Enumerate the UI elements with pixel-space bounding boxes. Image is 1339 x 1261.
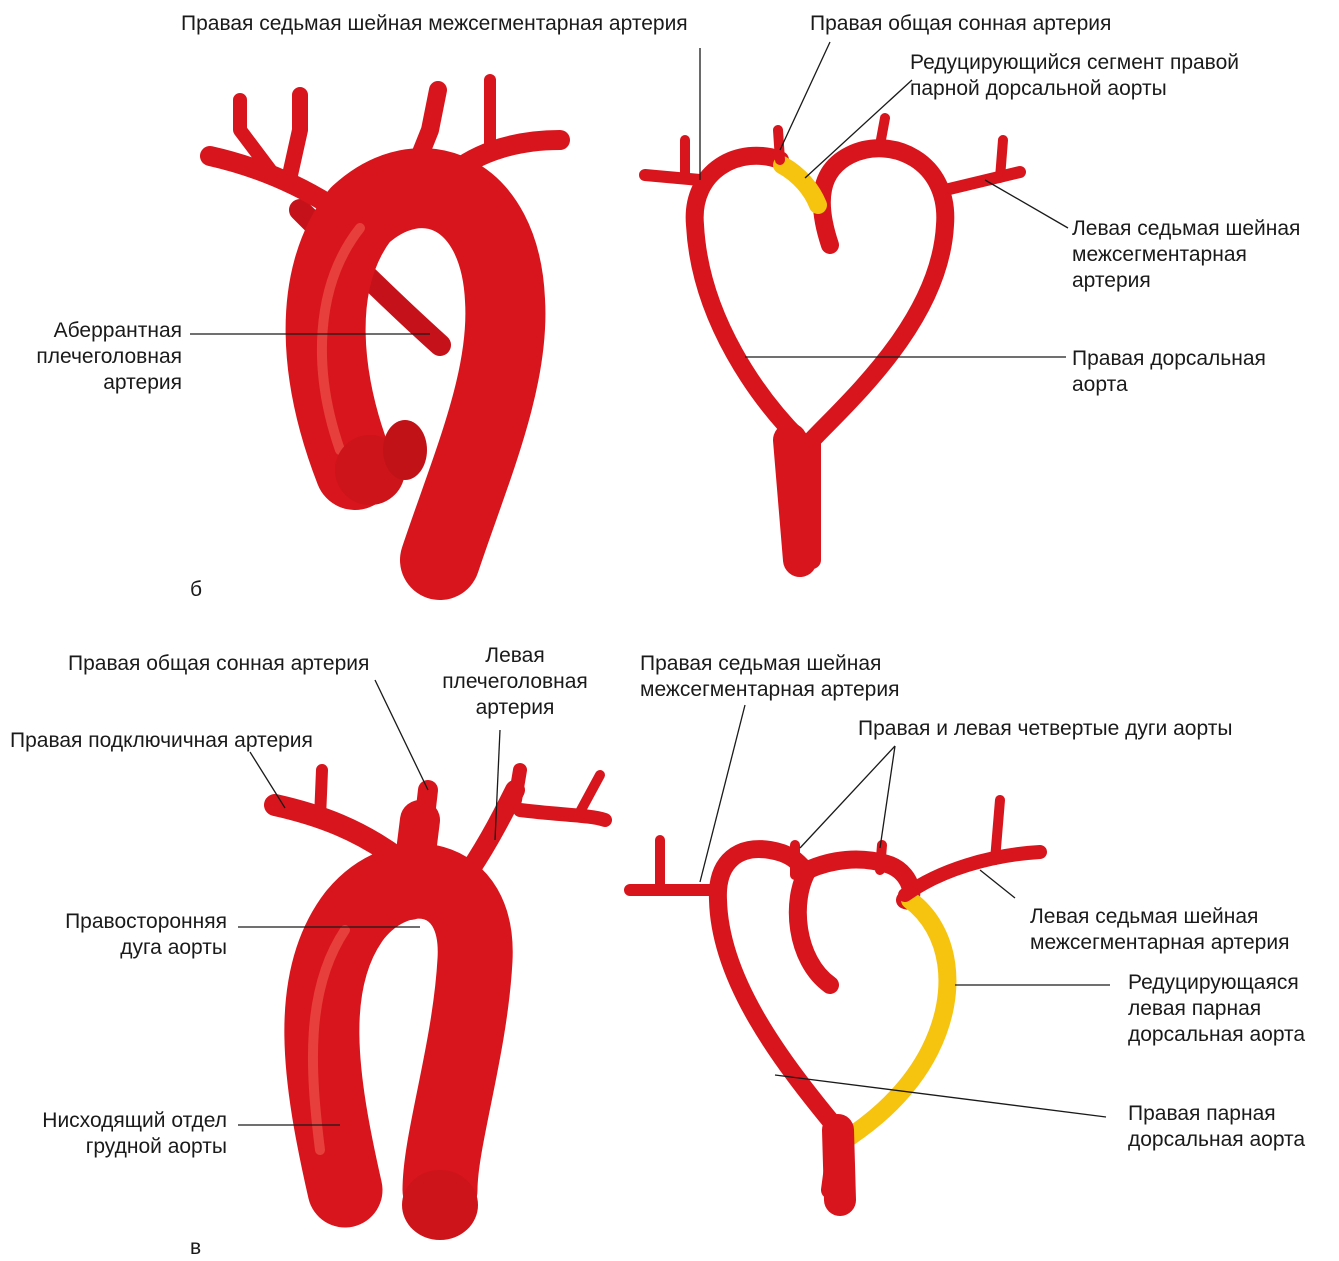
panel-letter-v: в: [190, 1236, 201, 1260]
label-left-brachiocephalic-artery: Левая плечеголовная артерия: [440, 643, 590, 721]
panel-letter-b: б: [190, 578, 202, 602]
label-fourth-aortic-arches: Правая и левая четвертые дуги аорты: [858, 716, 1232, 742]
label-right-common-carotid-artery: Правая общая сонная артерия: [810, 11, 1111, 37]
label-right-common-carotid-artery-v: Правая общая сонная артерия: [68, 651, 369, 677]
label-reducing-right-dorsal-aorta-segment: Редуцирующийся сегмент правой парной дор…: [910, 50, 1239, 102]
label-right-7th-intersegmental-artery: Правая седьмая шейная межсегментарная ар…: [181, 11, 688, 37]
panel-v-aorta-illustration: [275, 770, 605, 1240]
label-reducing-left-paired-dorsal-aorta: Редуцирующаяся левая парная дорсальная а…: [1128, 970, 1305, 1048]
panel-b-aorta-illustration: [210, 80, 560, 560]
label-descending-thoracic-aorta: Нисходящий отдел грудной аорты: [42, 1108, 227, 1160]
label-right-sided-aortic-arch: Правосторонняя дуга аорты: [65, 909, 227, 961]
label-right-dorsal-aorta: Правая дорсальная аорта: [1072, 346, 1266, 398]
label-aberrant-brachiocephalic-artery: Аберрантная плечеголовная артерия: [36, 318, 182, 396]
panel-b-schematic: [645, 118, 1020, 560]
label-left-7th-intersegmental-artery: Левая седьмая шейная межсегментарная арт…: [1072, 216, 1300, 294]
label-left-7th-intersegmental-artery-v: Левая седьмая шейная межсегментарная арт…: [1030, 904, 1289, 956]
label-right-7th-intersegmental-artery-v: Правая седьмая шейная межсегментарная ар…: [640, 651, 899, 703]
panel-v-schematic: [630, 800, 1040, 1200]
label-right-subclavian-artery: Правая подключичная артерия: [10, 728, 313, 754]
label-right-paired-dorsal-aorta: Правая парная дорсальная аорта: [1128, 1101, 1305, 1153]
